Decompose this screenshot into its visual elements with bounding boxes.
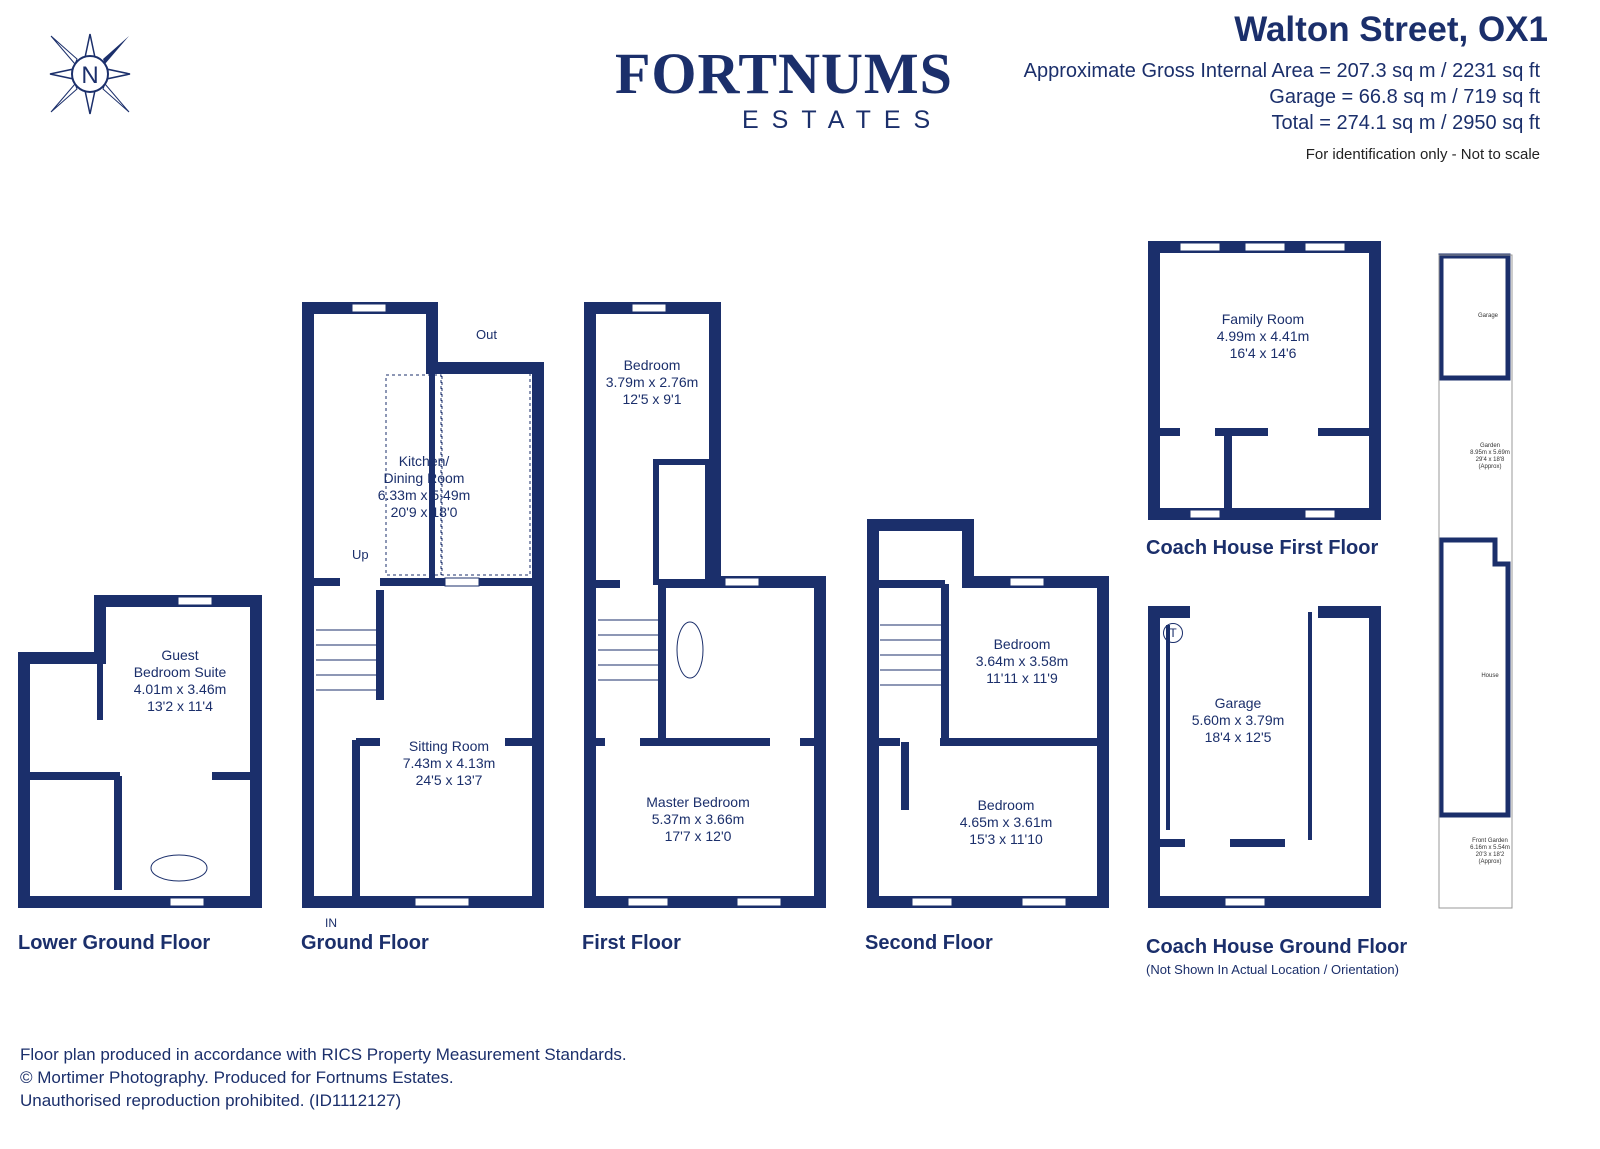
- ground-floor-outline: [302, 302, 544, 908]
- footer-notes: Floor plan produced in accordance with R…: [20, 1045, 627, 1110]
- floor-label-second: Second Floor: [865, 932, 993, 954]
- scale-note: For identification only - Not to scale: [1305, 146, 1540, 163]
- total-area: Total = 274.1 sq m / 2950 sq ft: [1271, 112, 1541, 134]
- marker-out: Out: [476, 327, 497, 342]
- compass-letter: N: [81, 62, 98, 89]
- site-garage: [1438, 253, 1511, 381]
- marker-t: T: [1163, 623, 1183, 643]
- floor-label-lower-ground: Lower Ground Floor: [18, 932, 211, 954]
- garage-area: Garage = 66.8 sq m / 719 sq ft: [1269, 86, 1540, 108]
- coach-first-outline: [1148, 241, 1381, 520]
- floor-label-coach-first: Coach House First Floor: [1146, 537, 1379, 559]
- marker-in: IN: [325, 916, 337, 930]
- floor-label-ground: Ground Floor: [301, 932, 429, 954]
- logo-fortnums: FORTNUMS: [615, 41, 953, 106]
- second-floor-outline: [867, 519, 1109, 908]
- first-floor-outline: [584, 302, 826, 908]
- floor-label-coach-ground: Coach House Ground Floor: [1146, 936, 1408, 958]
- property-title: Walton Street, OX1: [1234, 10, 1548, 49]
- floor-label-first: First Floor: [582, 932, 681, 954]
- gross-internal-area: Approximate Gross Internal Area = 207.3 …: [1023, 60, 1540, 82]
- logo-estates: ESTATES: [742, 106, 944, 134]
- coach-ground-sublabel: (Not Shown In Actual Location / Orientat…: [1146, 962, 1399, 977]
- site-house: [1438, 537, 1511, 818]
- compass-icon: N: [49, 33, 131, 115]
- lower-ground-outline: [18, 595, 262, 908]
- site-garage-label: Garage: [1477, 313, 1499, 319]
- site-house-label: House: [1481, 673, 1499, 679]
- marker-up: Up: [352, 547, 369, 562]
